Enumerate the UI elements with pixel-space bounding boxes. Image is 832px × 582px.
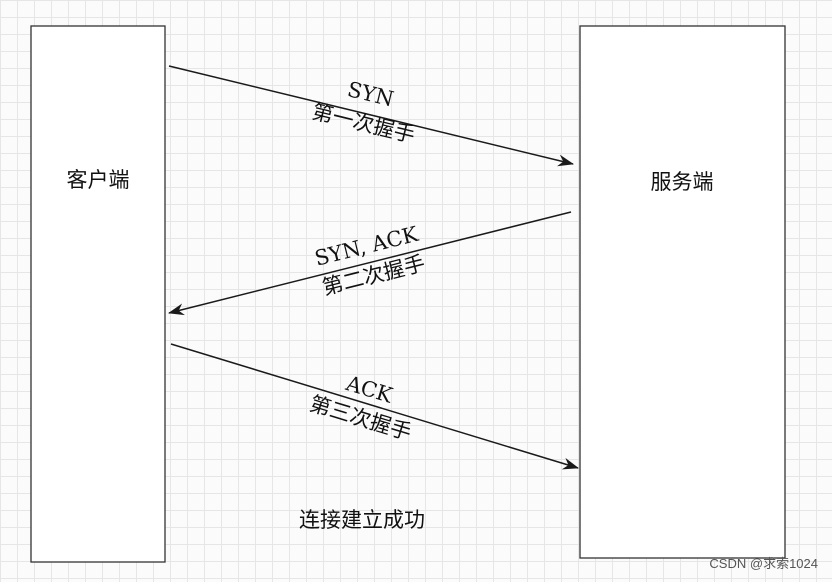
server-box [579,25,786,559]
syn-arrow [168,65,574,167]
ack-arrow [170,343,579,470]
server-label: 服务端 [651,170,714,194]
client-box [30,25,166,563]
syn-ack-arrow [168,211,572,316]
first-handshake-label: 第一次握手 [310,99,418,147]
csdn-watermark: CSDN @求索1024 [709,556,818,571]
third-handshake-label: 第三次握手 [307,391,414,444]
client-label: 客户端 [67,168,130,192]
syn-label: SYN [345,77,396,111]
connection-established-label: 连接建立成功 [299,508,425,532]
